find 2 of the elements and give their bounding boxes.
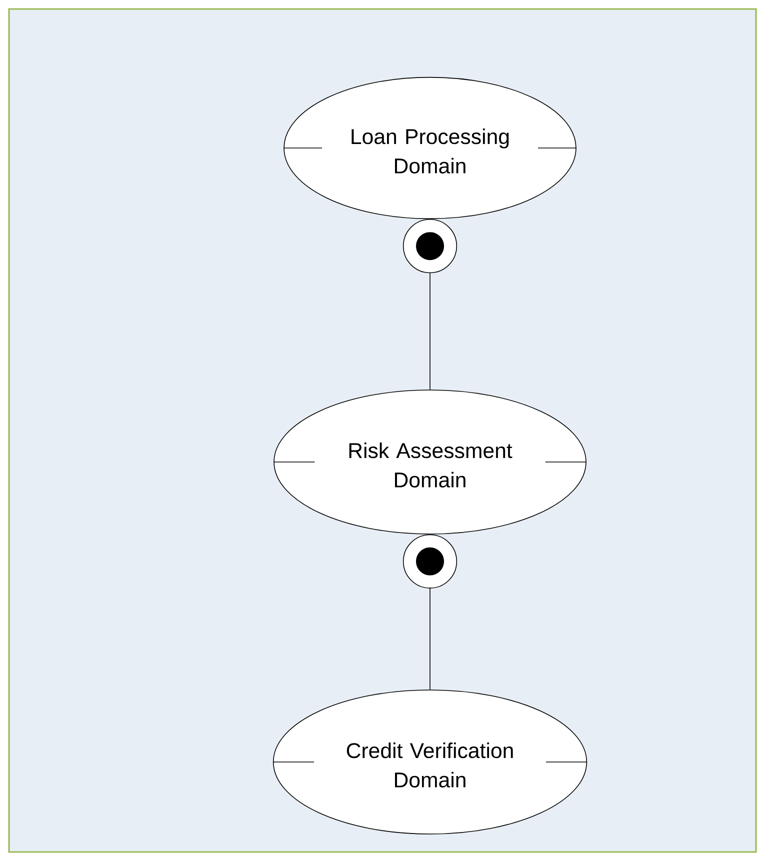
- connector: [402, 534, 458, 690]
- connector: [402, 219, 458, 390]
